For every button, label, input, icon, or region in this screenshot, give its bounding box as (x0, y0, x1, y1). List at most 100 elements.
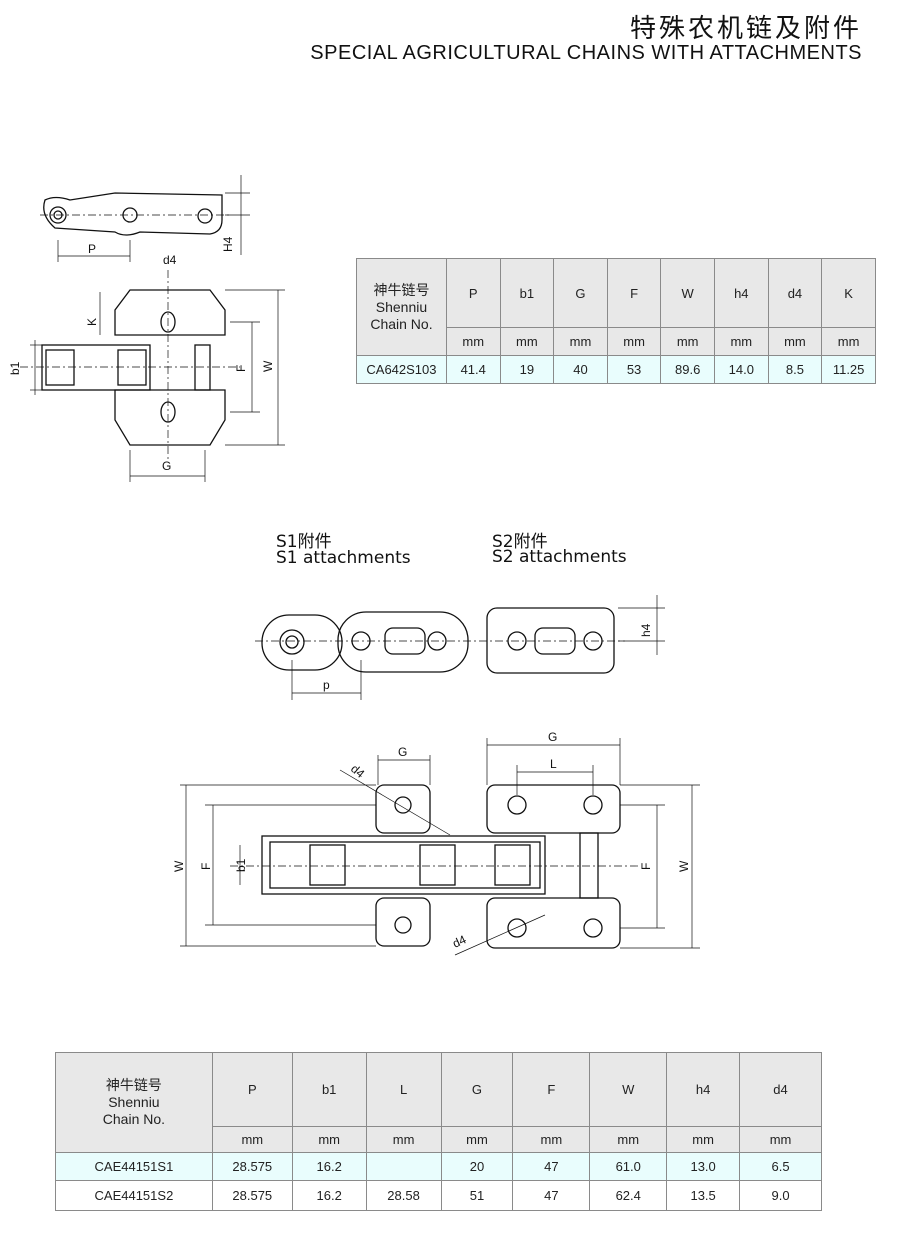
unit-cell: mm (767, 327, 823, 356)
unit-cell: mm (589, 1126, 668, 1153)
chain-no-cell: CAE44151S2 (55, 1180, 213, 1211)
header-chain-no: Chain No. (102, 1111, 166, 1127)
dim-label-G-s1: G (398, 745, 407, 759)
unit-cell: mm (211, 1126, 293, 1153)
value-cell: 16.2 (291, 1152, 367, 1181)
col-header: W (660, 258, 715, 328)
header-chain-no: Chain No. (370, 315, 433, 332)
col-header: b1 (291, 1052, 367, 1127)
dim-label-p: p (323, 678, 330, 692)
value-cell: 28.58 (365, 1180, 442, 1211)
col-header: h4 (666, 1052, 741, 1127)
dim-label-K: K (85, 318, 99, 326)
col-header: b1 (499, 258, 555, 328)
unit-cell: mm (666, 1126, 741, 1153)
chain-no-cell: CA642S103 (356, 355, 447, 384)
col-header: K (821, 258, 876, 328)
value-cell: 13.5 (666, 1180, 741, 1211)
col-header: d4 (739, 1052, 822, 1127)
chain-no-cell: CAE44151S1 (55, 1152, 213, 1181)
dim-label-W-left: W (172, 860, 186, 872)
col-header: G (553, 258, 608, 328)
unit-cell: mm (553, 327, 608, 356)
value-cell: 53 (606, 355, 662, 384)
value-cell: 41.4 (445, 355, 501, 384)
dim-label-L: L (550, 757, 557, 771)
value-cell: 20 (440, 1152, 514, 1181)
page-title-en: SPECIAL AGRICULTURAL CHAINS WITH ATTACHM… (310, 42, 862, 64)
dim-label-b1: b1 (8, 361, 22, 375)
table-row: CA642S103 41.4 19 40 53 89.6 14.0 8.5 11… (356, 355, 876, 384)
unit-cell: mm (291, 1126, 367, 1153)
col-header: h4 (714, 258, 769, 328)
dim-label-F: F (234, 365, 248, 372)
col-header: W (589, 1052, 668, 1127)
dim-label-d4: d4 (163, 253, 177, 267)
value-cell: 40 (553, 355, 608, 384)
value-cell: 11.25 (821, 355, 876, 384)
dim-label-b1-mid: b1 (234, 858, 248, 872)
value-cell: 19 (499, 355, 555, 384)
value-cell: 8.5 (767, 355, 823, 384)
header-cn: 神牛链号 (373, 281, 430, 298)
dim-label-d4-s1: d4 (348, 762, 367, 782)
value-cell: 6.5 (739, 1152, 822, 1181)
value-cell: 62.4 (589, 1180, 668, 1211)
dim-label-d4-s2: d4 (450, 932, 468, 950)
chain-no-header: 神牛链号 Shenniu Chain No. (356, 258, 447, 356)
unit-cell: mm (660, 327, 715, 356)
unit-cell: mm (606, 327, 662, 356)
dim-label-P: P (88, 242, 96, 256)
value-cell: 13.0 (666, 1152, 741, 1181)
drawing-plan-view-ca642 (20, 270, 285, 482)
table-row: CAE44151S1 28.575 16.2 20 47 61.0 13.0 6… (55, 1152, 822, 1181)
col-header: d4 (767, 258, 823, 328)
dim-label-H4: H4 (221, 236, 235, 252)
drawing-side-view-s1-s2 (255, 595, 665, 700)
unit-cell: mm (512, 1126, 591, 1153)
unit-cell: mm (714, 327, 769, 356)
drawing-plan-view-s1-s2 (180, 738, 700, 956)
dim-label-F-right: F (639, 863, 653, 870)
page-title-cn: 特殊农机链及附件 (629, 14, 862, 44)
value-cell: 28.575 (211, 1152, 293, 1181)
s1-title-cn: S1附件 (276, 532, 332, 552)
drawing-side-view-ca642 (40, 175, 250, 262)
dim-label-W: W (261, 360, 275, 372)
dim-label-h4: h4 (639, 623, 653, 637)
s2-title-en: S2 attachments (492, 547, 627, 567)
value-cell: 51 (440, 1180, 514, 1211)
col-header: F (606, 258, 662, 328)
value-cell: 47 (512, 1152, 591, 1181)
value-cell: 16.2 (291, 1180, 367, 1211)
table-row: CAE44151S2 28.575 16.2 28.58 51 47 62.4 … (55, 1180, 822, 1211)
dim-label-W-right: W (677, 860, 691, 872)
value-cell: 61.0 (589, 1152, 668, 1181)
col-header: G (440, 1052, 514, 1127)
col-header: L (365, 1052, 442, 1127)
value-cell: 47 (512, 1180, 591, 1211)
value-cell (365, 1152, 442, 1181)
spec-table-cae44151: 神牛链号 Shenniu Chain No. P b1 L G F W h4 d… (55, 1052, 822, 1211)
unit-cell: mm (365, 1126, 442, 1153)
s2-title-cn: S2附件 (492, 532, 548, 552)
chain-no-header: 神牛链号 Shenniu Chain No. (55, 1052, 213, 1153)
value-cell: 28.575 (211, 1180, 293, 1211)
unit-cell: mm (440, 1126, 514, 1153)
dim-label-G: G (162, 459, 171, 473)
col-header: P (211, 1052, 293, 1127)
header-brand: Shenniu (108, 1094, 160, 1110)
spec-table-ca642: 神牛链号 Shenniu Chain No. P b1 G F W h4 d4 … (356, 258, 876, 384)
unit-cell: mm (821, 327, 876, 356)
col-header: F (512, 1052, 591, 1127)
value-cell: 14.0 (714, 355, 769, 384)
value-cell: 89.6 (660, 355, 715, 384)
value-cell: 9.0 (739, 1180, 822, 1211)
unit-cell: mm (445, 327, 501, 356)
unit-cell: mm (739, 1126, 822, 1153)
s1-title-en: S1 attachments (276, 548, 411, 568)
unit-cell: mm (499, 327, 555, 356)
dim-label-G-s2: G (548, 730, 557, 744)
